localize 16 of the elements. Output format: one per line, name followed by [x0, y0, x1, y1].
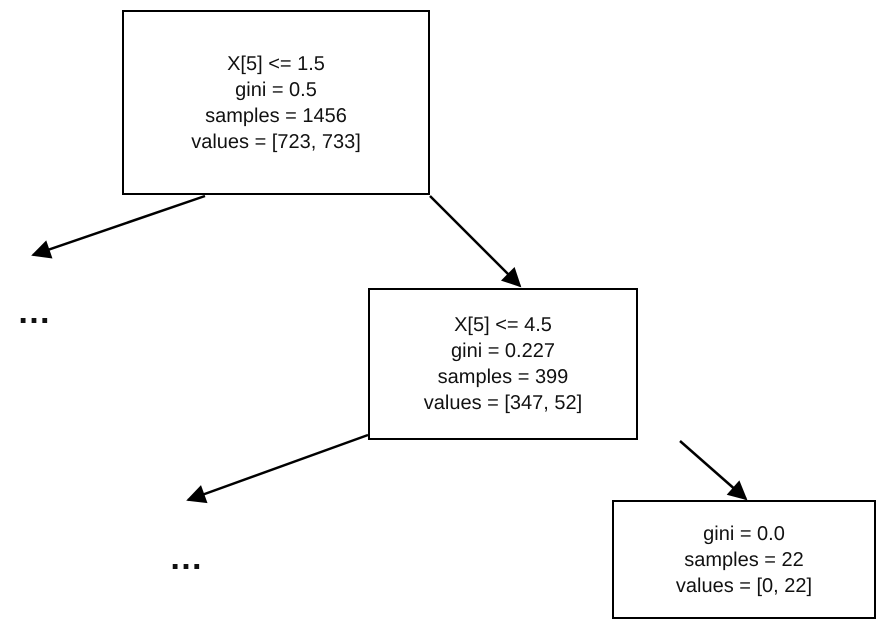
node-text: gini = 0.227 — [451, 339, 555, 364]
node-text: values = [723, 733] — [191, 130, 361, 154]
node-text: samples = 1456 — [205, 104, 347, 128]
node-text: X[5] <= 1.5 — [227, 52, 325, 76]
node-text: gini = 0.5 — [235, 78, 317, 102]
node-text: X[5] <= 4.5 — [454, 313, 552, 338]
node-text: samples = 22 — [684, 548, 804, 572]
decision-node-box — [612, 500, 876, 619]
decision-node-box — [122, 10, 430, 195]
ellipsis-text: … — [17, 295, 51, 329]
node-text: values = [347, 52] — [424, 391, 582, 416]
ellipsis-text: … — [169, 541, 203, 575]
node-text: values = [0, 22] — [676, 574, 812, 598]
node-text: gini = 0.0 — [703, 522, 785, 546]
node-text: samples = 399 — [438, 365, 568, 390]
decision-node-box — [368, 288, 638, 440]
